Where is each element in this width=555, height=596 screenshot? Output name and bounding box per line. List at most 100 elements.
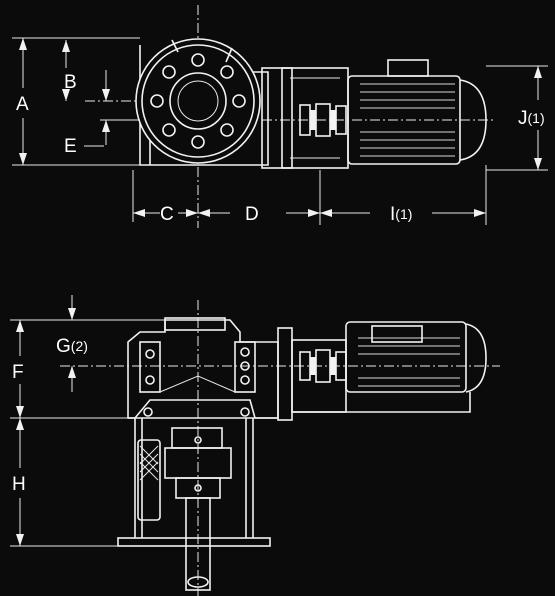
base-bolt <box>143 407 153 417</box>
dimension-B: B <box>62 40 77 101</box>
side-gearbox <box>127 317 279 419</box>
plate-bolt <box>145 375 155 385</box>
side-fan-cover <box>465 323 487 393</box>
output-shaft <box>185 497 211 591</box>
arrowhead <box>534 66 542 78</box>
motor-base-plate <box>292 392 471 413</box>
bolt-hole <box>162 123 176 137</box>
coupling-insert <box>330 357 336 375</box>
access-cover <box>137 439 161 521</box>
lower-stand <box>117 418 271 591</box>
arrowhead <box>62 89 70 101</box>
label-D: D <box>245 204 259 225</box>
label-G: G(2) <box>56 336 88 357</box>
coupling-hub <box>335 105 347 135</box>
arrowhead <box>102 120 110 132</box>
flange-ring <box>141 44 255 158</box>
label-A: A <box>16 94 29 115</box>
bolt-hole <box>191 135 205 149</box>
dimension-J: J(1) <box>486 65 548 171</box>
plate-bolt <box>240 375 250 385</box>
motor <box>347 59 487 165</box>
dimension-H: H <box>10 418 118 547</box>
coupling-insert <box>310 110 316 130</box>
side-motor-body <box>345 321 467 393</box>
label-I-main: I <box>390 204 395 225</box>
bolt-holes <box>150 53 246 149</box>
arrowhead <box>68 308 76 320</box>
arrowhead <box>308 209 320 217</box>
flange-outer-rim <box>135 38 261 164</box>
label-I: I(1) <box>390 204 412 225</box>
side-motor-assembly <box>277 321 487 421</box>
coupling-insert <box>330 110 336 130</box>
label-G-sup: (2) <box>71 338 88 354</box>
label-J-main: J <box>518 108 528 129</box>
label-J-sup: (1) <box>528 110 545 126</box>
label-B: B <box>64 72 77 93</box>
terminal-box <box>387 59 429 77</box>
flange-lug <box>171 39 179 53</box>
plate-bolt <box>145 349 155 359</box>
dimension-G: G(2) <box>56 295 88 392</box>
arrowhead <box>68 366 76 378</box>
top-view: A B E C <box>12 5 548 228</box>
motor-fan-cover <box>459 79 487 161</box>
side-terminal-box <box>371 325 423 343</box>
label-I-sup: (1) <box>395 206 412 222</box>
dimension-A: A <box>12 37 140 166</box>
housing-rib <box>159 375 236 393</box>
stand-base-plate <box>117 537 271 547</box>
label-F: F <box>12 362 24 383</box>
top-cap <box>164 317 226 331</box>
arrowhead <box>16 406 24 418</box>
coupling-insert <box>310 357 316 375</box>
bolt-hole <box>232 94 246 108</box>
hatch <box>139 445 159 465</box>
coupling <box>299 103 347 137</box>
bolt-hole <box>220 123 234 137</box>
arrowhead <box>16 418 24 430</box>
label-H: H <box>12 474 26 495</box>
flange-lug <box>225 47 233 63</box>
right-plate <box>234 341 256 393</box>
dimensions-horizontal: C D I(1) <box>132 165 487 225</box>
arrowhead <box>534 158 542 170</box>
arrowhead <box>19 153 27 165</box>
arrowhead <box>19 38 27 50</box>
bolt-hole <box>191 53 205 67</box>
base-bolt <box>240 407 250 417</box>
flange-bore <box>169 72 227 130</box>
flange <box>135 38 261 164</box>
arrowhead <box>102 89 110 101</box>
arrowhead <box>186 209 198 217</box>
bolt-hole <box>220 65 234 79</box>
arrowhead <box>62 40 70 52</box>
dimension-E: E <box>64 70 140 157</box>
arrowhead <box>16 534 24 546</box>
arrowhead <box>198 209 210 217</box>
dimension-F: F <box>10 319 165 419</box>
arrowhead <box>320 209 332 217</box>
side-adapter <box>277 327 293 421</box>
label-E: E <box>64 136 77 157</box>
flange-hub <box>177 80 219 122</box>
hatch <box>139 453 159 473</box>
side-view: G(2) F H <box>10 295 500 596</box>
left-plate <box>139 341 161 393</box>
shaft-end <box>187 576 209 588</box>
plate-bolt <box>240 361 250 371</box>
bolt-hole <box>162 65 176 79</box>
inner-bolt <box>194 484 202 492</box>
hatch <box>139 461 159 481</box>
label-C: C <box>160 204 174 225</box>
label-J: J(1) <box>518 108 545 129</box>
hatched-window <box>139 445 159 481</box>
inner-bolt <box>194 436 202 444</box>
arrowhead <box>474 209 486 217</box>
adapter-housing <box>261 67 293 169</box>
side-gearbox-outline <box>127 319 279 419</box>
plate-bolt <box>240 347 250 357</box>
